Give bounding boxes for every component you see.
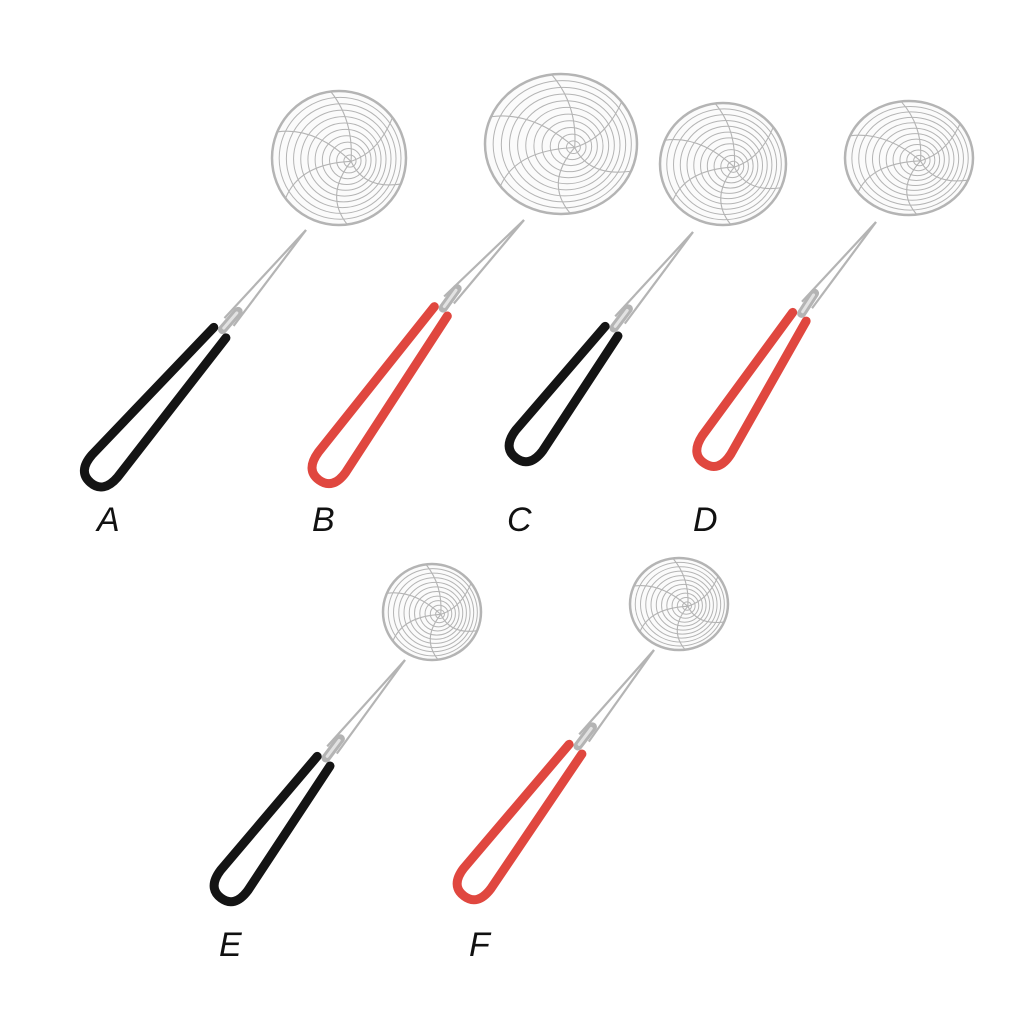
steel-wire-icon xyxy=(326,659,406,748)
handle-loop-icon xyxy=(692,307,811,471)
skimmer-b xyxy=(307,72,639,489)
steel-wire-icon xyxy=(453,219,525,305)
steel-wire-icon xyxy=(223,229,307,319)
variant-label-b: B xyxy=(312,501,335,539)
mesh-bowl-icon xyxy=(483,72,639,216)
variant-label-a: A xyxy=(97,501,120,539)
mesh-bowl-icon xyxy=(628,556,730,652)
skimmer-f xyxy=(452,556,730,905)
handle-loop-icon xyxy=(452,739,587,905)
variant-label-c: C xyxy=(507,501,532,539)
skimmer-c xyxy=(504,101,788,467)
variant-label-e: E xyxy=(219,926,242,964)
steel-wire-icon xyxy=(614,231,694,318)
skimmer-d xyxy=(692,99,975,471)
skimmer-a xyxy=(79,89,408,492)
steel-wire-icon xyxy=(578,649,655,736)
handle-loop-icon xyxy=(79,322,231,492)
steel-wire-icon xyxy=(335,659,406,755)
variant-label-f: F xyxy=(469,926,490,964)
handle-loop-icon xyxy=(504,321,623,467)
steel-wire-icon xyxy=(801,221,877,303)
skimmer-e xyxy=(209,562,483,907)
steel-wire-icon xyxy=(587,649,655,743)
steel-wire-icon xyxy=(443,219,525,298)
steel-wire-icon xyxy=(811,221,877,309)
mesh-bowl-icon xyxy=(381,562,483,662)
steel-wire-icon xyxy=(623,231,694,325)
variant-label-d: D xyxy=(693,501,718,539)
steel-wire-icon xyxy=(232,229,307,327)
handle-loop-icon xyxy=(307,302,452,489)
mesh-bowl-icon xyxy=(658,101,788,227)
mesh-bowl-icon xyxy=(270,89,408,227)
mesh-bowl-icon xyxy=(843,99,975,217)
handle-loop-icon xyxy=(209,751,335,907)
